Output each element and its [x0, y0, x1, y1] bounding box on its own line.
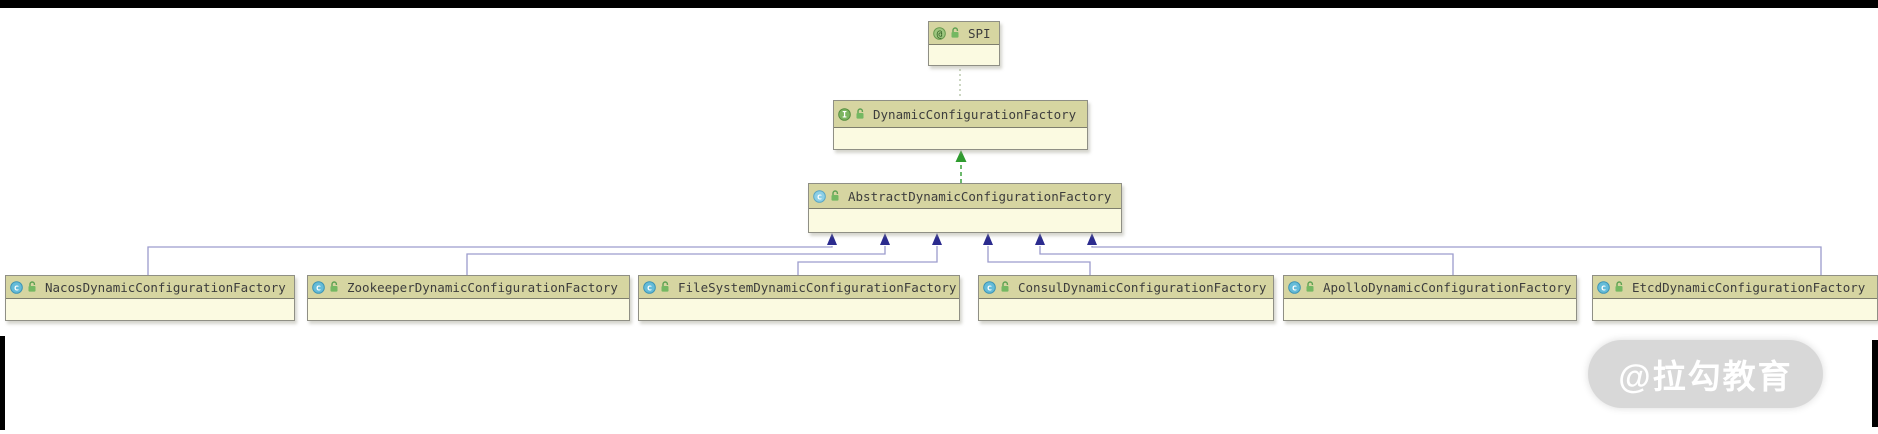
- uml-node-consul-dynamic-configuration-factory[interactable]: c ConsulDynamicConfigurationFactory: [978, 275, 1274, 321]
- svg-text:c: c: [987, 283, 992, 293]
- node-body: [834, 128, 1087, 149]
- extends-arrowhead: [983, 233, 993, 245]
- node-body: [929, 45, 999, 65]
- svg-text:c: c: [647, 283, 652, 293]
- extends-arrowhead: [1087, 233, 1097, 245]
- node-label: SPI: [964, 26, 991, 41]
- lock-icon: [660, 281, 670, 293]
- class-icon: c: [983, 281, 996, 294]
- node-label: EtcdDynamicConfigurationFactory: [1628, 280, 1865, 295]
- svg-text:c: c: [316, 283, 321, 293]
- extends-arrowhead: [932, 233, 942, 245]
- lock-icon: [27, 281, 37, 293]
- class-icon: c: [312, 281, 325, 294]
- extends-edge-nacos: [148, 246, 832, 275]
- node-label: NacosDynamicConfigurationFactory: [41, 280, 286, 295]
- extends-edge-zookeeper: [467, 246, 885, 275]
- node-body: [979, 299, 1273, 320]
- extends-edge-apollo: [1040, 246, 1453, 275]
- node-label: ConsulDynamicConfigurationFactory: [1014, 280, 1266, 295]
- extends-arrowhead: [1035, 233, 1045, 245]
- extends-edge-filesystem: [798, 246, 937, 275]
- uml-node-zookeeper-dynamic-configuration-factory[interactable]: c ZookeeperDynamicConfigurationFactory: [307, 275, 630, 321]
- node-body: [1284, 299, 1576, 320]
- lock-icon: [1305, 281, 1315, 293]
- uml-node-nacos-dynamic-configuration-factory[interactable]: c NacosDynamicConfigurationFactory: [5, 275, 295, 321]
- implements-arrowhead: [956, 150, 967, 162]
- svg-text:c: c: [817, 192, 822, 202]
- lock-icon: [855, 108, 865, 120]
- node-body: [1593, 299, 1877, 320]
- extends-arrowhead: [880, 233, 890, 245]
- node-label: ZookeeperDynamicConfigurationFactory: [343, 280, 618, 295]
- uml-node-etcd-dynamic-configuration-factory[interactable]: c EtcdDynamicConfigurationFactory: [1592, 275, 1878, 321]
- uml-node-spi[interactable]: @ SPI: [928, 21, 1000, 66]
- node-label: ApolloDynamicConfigurationFactory: [1319, 280, 1571, 295]
- uml-node-apollo-dynamic-configuration-factory[interactable]: c ApolloDynamicConfigurationFactory: [1283, 275, 1577, 321]
- node-label: AbstractDynamicConfigurationFactory: [844, 189, 1111, 204]
- abstract-class-icon: c: [813, 190, 826, 203]
- svg-text:c: c: [1292, 283, 1297, 293]
- extends-arrowhead: [827, 233, 837, 245]
- node-body: [809, 209, 1121, 232]
- class-icon: c: [1597, 281, 1610, 294]
- interface-icon: I: [838, 108, 851, 121]
- svg-text:c: c: [14, 283, 19, 293]
- watermark-badge: @拉勾教育: [1588, 340, 1823, 408]
- annotation-icon: @: [933, 27, 946, 40]
- lock-icon: [950, 27, 960, 39]
- uml-node-abstract-dynamic-configuration-factory[interactable]: c AbstractDynamicConfigurationFactory: [808, 183, 1122, 233]
- node-label: FileSystemDynamicConfigurationFactory: [674, 280, 956, 295]
- node-label: DynamicConfigurationFactory: [869, 107, 1076, 122]
- extends-edge-consul: [988, 246, 1090, 275]
- lock-icon: [1614, 281, 1624, 293]
- svg-text:@: @: [937, 28, 943, 39]
- node-body: [639, 299, 959, 320]
- uml-node-dynamic-configuration-factory[interactable]: I DynamicConfigurationFactory: [833, 100, 1088, 150]
- node-body: [6, 299, 294, 320]
- node-body: [308, 299, 629, 320]
- class-icon: c: [643, 281, 656, 294]
- uml-node-filesystem-dynamic-configuration-factory[interactable]: c FileSystemDynamicConfigurationFactory: [638, 275, 960, 321]
- lock-icon: [1000, 281, 1010, 293]
- svg-text:c: c: [1601, 283, 1606, 293]
- class-icon: c: [10, 281, 23, 294]
- class-icon: c: [1288, 281, 1301, 294]
- extends-edge-etcd: [1092, 246, 1821, 275]
- svg-text:I: I: [842, 110, 847, 120]
- lock-icon: [329, 281, 339, 293]
- lock-icon: [830, 190, 840, 202]
- watermark-text: @拉勾教育: [1618, 350, 1792, 398]
